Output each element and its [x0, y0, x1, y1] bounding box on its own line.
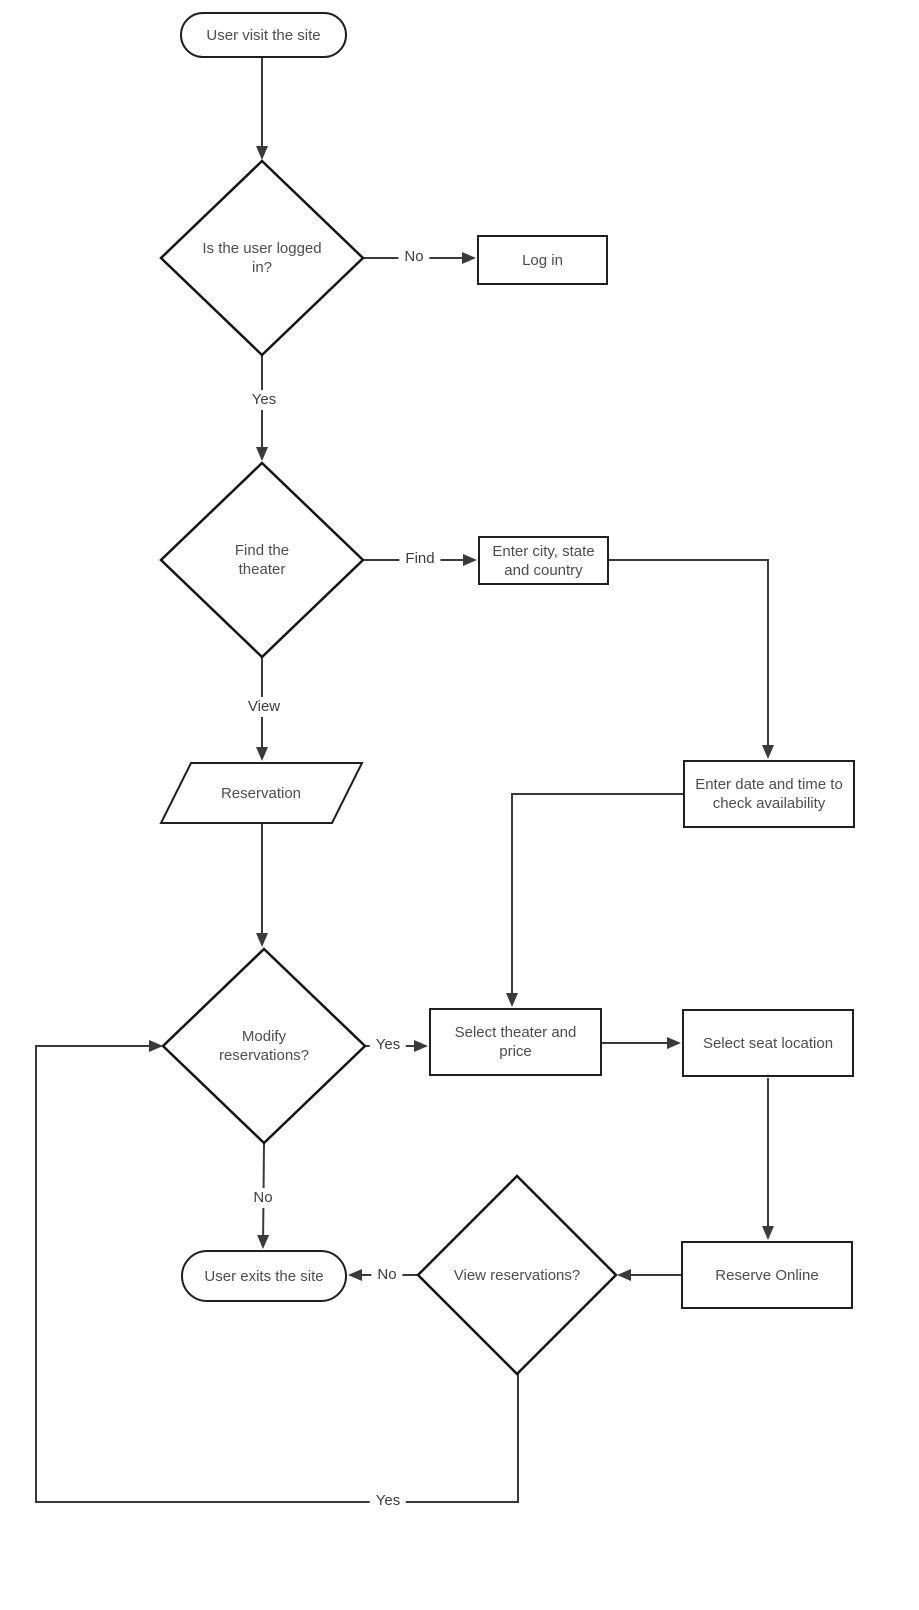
node-user-visit-the-site: User visit the site [180, 12, 347, 58]
edge-label-find: Find [399, 549, 441, 569]
node-user-exits-the-site: User exits the site [181, 1250, 347, 1302]
node-enter-city-state-country: Enter city, state and country [478, 536, 609, 585]
decision-view-reservations [416, 1174, 618, 1376]
edges [35, 58, 774, 1503]
decision-is-user-logged-in [159, 159, 365, 357]
decision-find-the-theater [159, 461, 365, 659]
decision-modify-reservations [161, 947, 367, 1145]
edge-label-modify-no: No [247, 1188, 279, 1208]
edge-viewres-yes-loop-to-modify [35, 1040, 519, 1503]
edge-label-logged-in-no: No [398, 247, 430, 267]
node-log-in: Log in [477, 235, 608, 285]
node-reserve-online: Reserve Online [681, 1241, 853, 1309]
node-select-theater-and-price: Select theater and price [429, 1008, 602, 1076]
node-enter-date-and-time: Enter date and time to check availabilit… [683, 760, 855, 828]
data-reservation-parallelogram [159, 762, 364, 824]
edge-datetime-to-selecttheater [506, 793, 683, 1007]
shapes [159, 159, 618, 1376]
edge-entercity-to-datetime [609, 559, 774, 759]
edge-label-view-yes: Yes [369, 1491, 407, 1511]
edge-label-logged-in-yes: Yes [245, 390, 283, 410]
edge-label-view-no: No [371, 1265, 403, 1285]
edge-label-view: View [241, 697, 287, 717]
edge-label-modify-yes: Yes [369, 1035, 407, 1055]
node-select-seat-location: Select seat location [682, 1009, 854, 1077]
